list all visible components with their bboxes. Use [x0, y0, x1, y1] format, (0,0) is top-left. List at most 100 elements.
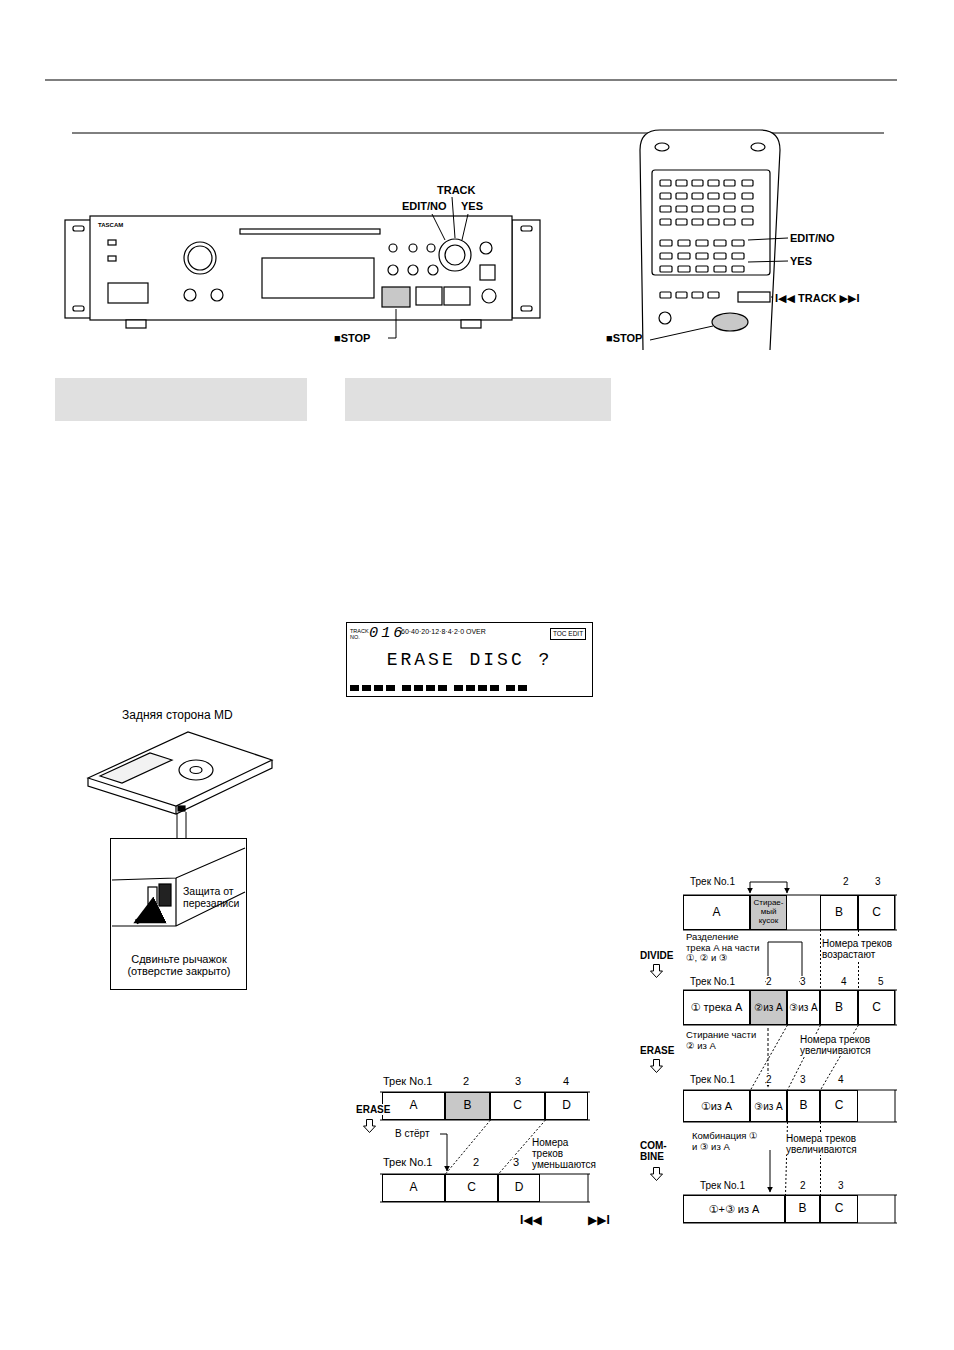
brand-logo: TASCAM — [98, 222, 123, 229]
md-deck — [480, 242, 492, 254]
remote-button — [696, 240, 708, 246]
track-number: Трек No.1 — [690, 976, 735, 987]
remote-control — [655, 143, 669, 151]
cell-text: C — [872, 1001, 881, 1014]
md-deck — [184, 289, 196, 301]
track-cell: B — [820, 895, 858, 930]
display-segments — [350, 685, 527, 691]
cell-text: B — [463, 1099, 471, 1112]
md-deck — [65, 216, 540, 328]
md-deck — [439, 239, 471, 271]
track-number: 2 — [766, 976, 772, 987]
remote-button — [732, 240, 744, 246]
remote-button — [660, 206, 671, 212]
cell-text: C — [872, 906, 881, 919]
leader-line — [388, 197, 468, 338]
track-cell: A — [382, 1174, 445, 1202]
cell-text: B — [799, 1099, 807, 1112]
skip-symbol: ▶▶I — [588, 1214, 610, 1227]
remote-button — [678, 240, 690, 246]
figure-caption: Задняя сторона MD — [122, 709, 233, 722]
remote-button — [678, 266, 690, 272]
cell-text: A — [409, 1099, 417, 1112]
note: Разделение трека A на части ①, ② и ③ — [686, 932, 764, 964]
write-protect-detail — [175, 878, 176, 926]
track-number: 3 — [800, 976, 806, 987]
track-number: 2 — [800, 1180, 806, 1191]
track-number: Трек No.1 — [690, 876, 735, 887]
display-segments — [386, 685, 395, 691]
remote-button — [696, 266, 708, 272]
md-deck — [521, 306, 532, 311]
button-label: YES — [790, 255, 812, 267]
track-cell: C — [490, 1092, 545, 1120]
button-label: TRACK — [437, 184, 476, 196]
display-segments — [518, 685, 527, 691]
edit-arrow — [768, 942, 802, 986]
md-deck — [428, 265, 438, 275]
display-text: Сдвиньте рычажок (отверстие закрыто) — [116, 953, 242, 977]
md-deck — [512, 220, 540, 318]
md-deck — [108, 283, 148, 303]
track-cell: ①из A — [683, 1090, 750, 1122]
remote-button — [660, 253, 672, 259]
display-segments — [490, 685, 499, 691]
edit-arrow — [750, 882, 787, 883]
remote-button — [708, 219, 719, 225]
note: Стирание части ② из A — [686, 1030, 760, 1051]
md-deck — [444, 287, 470, 305]
remote-button — [678, 253, 690, 259]
track-cell: B — [785, 1195, 820, 1223]
skip-symbol: I◀◀ — [520, 1214, 542, 1227]
cell-text: B — [835, 906, 843, 919]
remote-button — [708, 193, 719, 199]
track-cell-erased: Стирае-мый кусок — [750, 895, 787, 930]
md-deck — [108, 240, 116, 245]
track-cell: D — [498, 1174, 540, 1202]
remote-button — [660, 240, 672, 246]
track-number: 4 — [838, 1074, 844, 1085]
step-arrow — [364, 965, 663, 1181]
write-protect-detail — [112, 848, 245, 880]
note: В стёрт — [395, 1128, 430, 1139]
write-protect-detail — [112, 848, 245, 926]
remote-button — [724, 193, 735, 199]
minidisc — [175, 806, 176, 814]
button-label: I◀◀ TRACK ▶▶I — [775, 292, 860, 304]
track-cell: ③из A — [750, 1090, 787, 1122]
display-text: ERASE DISC ? — [347, 651, 592, 671]
track-number: Трек No.1 — [383, 1075, 432, 1087]
leader-line — [388, 309, 396, 338]
cell-text: C — [467, 1181, 476, 1194]
track-row-line — [380, 895, 897, 1223]
track-number: 3 — [875, 876, 881, 887]
cell-text: ① трека A — [691, 1001, 743, 1013]
operation-name: ERASE — [356, 1104, 390, 1115]
leader-line — [432, 214, 445, 240]
track-number: 2 — [843, 876, 849, 887]
display-segments — [454, 685, 463, 691]
remote-button — [714, 240, 726, 246]
track-cell: B — [820, 990, 858, 1025]
track-cell: C — [858, 895, 895, 930]
md-deck — [188, 246, 212, 270]
md-deck — [240, 229, 380, 234]
md-deck — [409, 244, 417, 252]
display-segments — [438, 685, 447, 691]
track-cell-erased: B — [445, 1092, 490, 1120]
md-deck — [389, 244, 397, 252]
write-protect-detail — [148, 887, 157, 904]
display-segments — [374, 685, 383, 691]
cell-text: B — [835, 1001, 843, 1014]
track-cell: ① трека A — [683, 990, 750, 1025]
display-text: 60·40·20·12·8·4·2·0 OVER — [401, 628, 551, 636]
cell-text: D — [562, 1099, 571, 1112]
md-deck — [108, 256, 116, 261]
cell-text: C — [835, 1099, 844, 1112]
display-text: TRACK NO. — [350, 628, 370, 640]
minidisc — [88, 732, 272, 806]
track-row-line — [683, 895, 897, 1223]
track-number: Трек No.1 — [700, 1180, 745, 1191]
minidisc — [178, 806, 185, 811]
